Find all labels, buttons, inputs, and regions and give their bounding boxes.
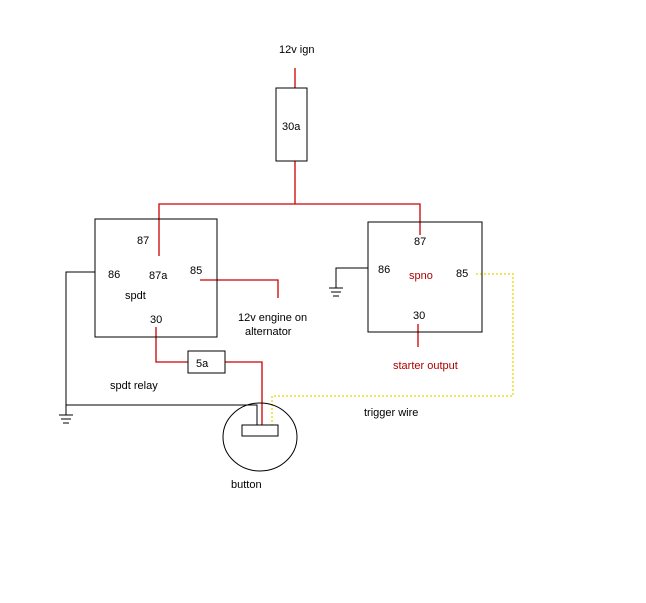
spdt-relay-label: spdt relay [110,380,158,392]
spno-relay-name: spno [409,270,433,282]
spno-terminal-86: 86 [378,264,391,276]
supply-label: 12v ign [279,44,315,56]
spdt-relay-name: spdt [125,290,146,302]
starter-output-label: starter output [393,360,458,372]
spdt-terminal-86: 86 [108,269,121,281]
spdt-30-fuse-wire [155,327,188,363]
spdt-terminal-87: 87 [137,235,150,247]
trigger-wire-label: trigger wire [364,407,419,419]
button-ground-wire [66,404,258,425]
trigger-wire [271,273,514,425]
spdt-relay-box [94,218,218,338]
fuse-5a [187,350,226,374]
button-contact [241,424,279,437]
fuse-small-label: 5a [196,358,209,370]
spno-terminal-85: 85 [456,268,469,280]
spdt-terminal-30: 30 [150,314,163,326]
spno-86-ground-wire [335,267,368,288]
bus-wire [158,203,421,256]
button-label: button [231,479,262,491]
spdt-terminal-87a: 87a [149,270,168,282]
power-wires [155,68,421,425]
fuse-main-label: 30a [282,121,301,133]
button-outline [222,402,298,472]
spdt-86-ground-wire [65,271,95,415]
spno-relay-box [367,221,483,333]
fuse-to-button-wire [225,361,263,425]
engine-label-line2: alternator [245,326,292,338]
fuse-30a [275,87,308,162]
ground-symbol-icon [59,414,73,424]
ground-wires [65,267,368,425]
spno-terminal-30: 30 [413,310,426,322]
engine-label-line1: 12v engine on [238,312,308,324]
ground-symbol-icon [329,287,343,297]
spno-terminal-87: 87 [414,236,427,248]
spdt-terminal-85: 85 [190,265,203,277]
spdt-85-engine-wire [200,279,279,298]
